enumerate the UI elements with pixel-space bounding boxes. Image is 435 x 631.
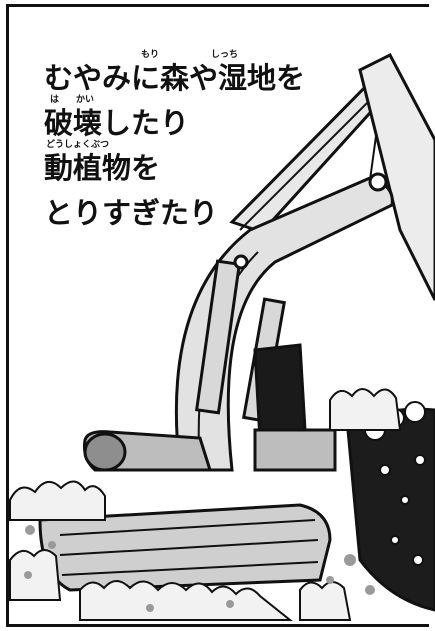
rubble-dots <box>24 525 375 612</box>
caption-text: 動植物を <box>44 151 161 185</box>
panel-frame <box>6 4 429 627</box>
caption-text: むやみに森や湿地を <box>44 61 306 95</box>
caption-text: とりすぎたり <box>44 196 219 230</box>
caption-line-3: どうしょくぶつ 動植物を <box>44 140 344 185</box>
ruby-kai: かい <box>76 95 95 105</box>
caption-text: 破壊したり <box>44 106 190 140</box>
caption-line-2: は かい 破壊したり <box>44 95 344 140</box>
ruby-doushokubutsu: どうしょくぶつ <box>46 140 110 150</box>
ruby-shicchi: しっち <box>211 50 239 60</box>
caption-block: もり しっち むやみに森や湿地を は かい 破壊したり どうしょくぶつ 動植物を… <box>44 50 344 230</box>
ground-bushes <box>9 388 402 621</box>
excavator-main-boom <box>174 176 394 472</box>
excavator-cab <box>253 343 307 442</box>
ruby-ha: は <box>50 95 60 105</box>
caption-line-4: とりすぎたり <box>44 185 344 230</box>
caption-line-1: もり しっち むやみに森や湿地を <box>44 50 344 95</box>
ruby-mori: もり <box>141 50 160 60</box>
excavator-bucket <box>346 407 435 612</box>
hydraulic-cylinder-left <box>194 259 242 415</box>
